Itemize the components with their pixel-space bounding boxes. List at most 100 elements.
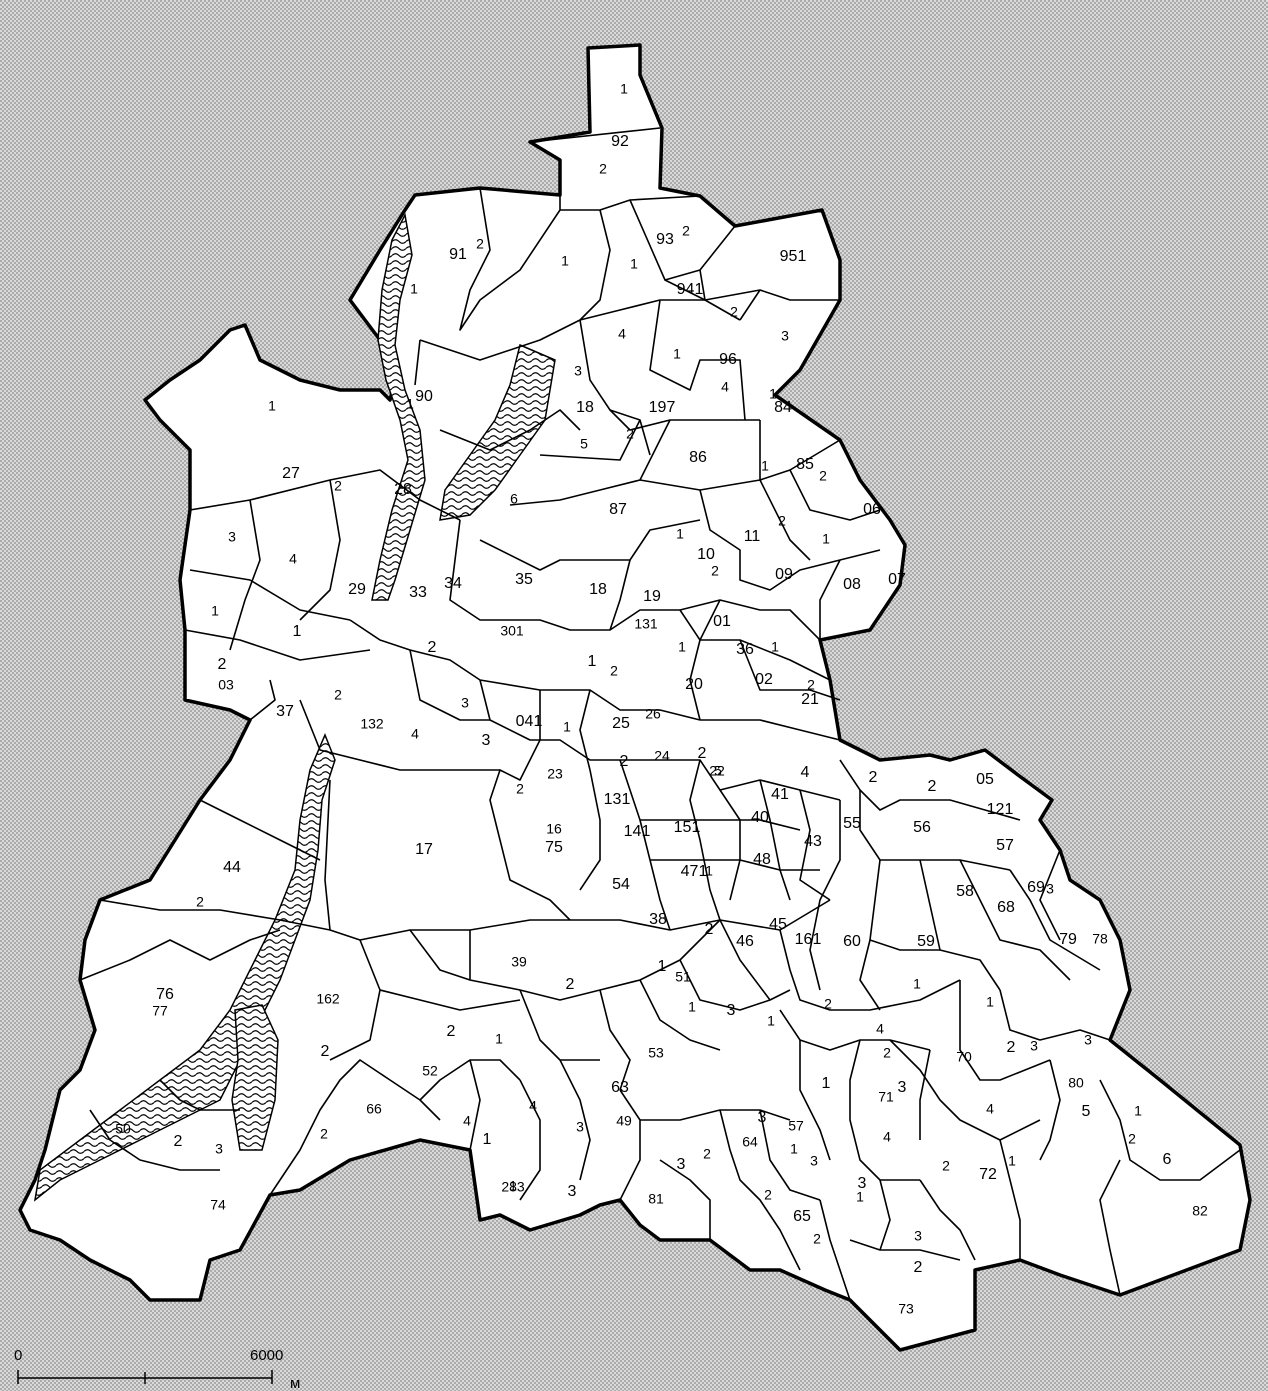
district-label: 82 [1192, 1203, 1208, 1219]
district-label: 10 [697, 546, 715, 563]
district-label: 54 [612, 876, 630, 893]
district-label: 283 [501, 1179, 525, 1195]
district-label: 1 [495, 1031, 503, 1047]
district-label: 24 [654, 748, 670, 764]
district-label: 041 [516, 713, 543, 730]
district-label: 5 [714, 763, 722, 779]
district-label: 3 [677, 1156, 686, 1173]
district-label: 17 [415, 841, 433, 858]
district-label: 2 [196, 894, 204, 910]
district-label: 03 [218, 677, 234, 693]
district-label: 56 [913, 819, 931, 836]
district-label: 33 [409, 584, 427, 601]
district-label: 151 [674, 819, 701, 836]
district-label: 1 [822, 531, 830, 547]
district-label: 131 [634, 616, 658, 632]
district-label: 1 [483, 1131, 492, 1148]
district-label: 59 [917, 933, 935, 950]
district-label: 1 [705, 863, 713, 879]
district-label: 121 [987, 801, 1014, 818]
district-label: 951 [780, 248, 807, 265]
district-label: 2 [682, 223, 690, 239]
district-label: 2 [447, 1023, 456, 1040]
district-label: 1 [293, 623, 302, 640]
district-label: 301 [500, 623, 524, 639]
district-label: 1 [406, 396, 414, 412]
district-label: 2 [516, 781, 524, 797]
district-label: 75 [545, 839, 563, 856]
district-label: 2 [813, 1231, 821, 1247]
district-label: 3 [482, 732, 491, 749]
district-label: 3 [898, 1079, 907, 1096]
district-label: 1 [771, 639, 779, 655]
district-label: 3 [914, 1228, 922, 1244]
district-label: 96 [719, 351, 737, 368]
district-label: 1 [913, 976, 921, 992]
district-label: 2 [869, 769, 878, 786]
district-label: 07 [888, 571, 906, 588]
district-label: 34 [444, 575, 462, 592]
district-label: 2 [174, 1133, 183, 1150]
district-label: 6 [1163, 1151, 1172, 1168]
district-label: 1 [767, 1013, 775, 1029]
district-label: 53 [648, 1045, 664, 1061]
district-label: 1 [1134, 1103, 1142, 1119]
district-label: 1 [268, 398, 276, 414]
district-label: 2 [819, 468, 827, 484]
district-label: 35 [515, 571, 533, 588]
district-label: 66 [366, 1101, 382, 1117]
district-label: 51 [675, 969, 691, 985]
district-label: 09 [775, 566, 793, 583]
district-label: 3 [1084, 1032, 1092, 1048]
district-label: 4 [618, 326, 626, 342]
district-label: 1 [410, 281, 418, 297]
district-label: 69 [1027, 879, 1045, 896]
district-label: 1 [769, 386, 777, 402]
district-label: 2 [824, 996, 832, 1012]
district-label: 2 [334, 687, 342, 703]
district-label: 1 [790, 1141, 798, 1157]
river-north [371, 212, 426, 601]
district-label: 78 [1092, 931, 1108, 947]
district-label: 941 [677, 281, 704, 298]
district-label: 4 [986, 1101, 994, 1117]
district-label: 3 [781, 328, 789, 344]
district-label: 29 [348, 581, 366, 598]
district-label: 25 [612, 715, 630, 732]
district-label: 4 [289, 551, 297, 567]
district-labels: 92 1 2 91 2 1 1 93 2 1 951 941 2 3 1 4 1… [115, 81, 1208, 1317]
district-label: 1 [678, 639, 686, 655]
district-label: 87 [609, 501, 627, 518]
district-label: 77 [152, 1003, 168, 1019]
scale-start-label: 0 [14, 1347, 22, 1364]
district-label: 3 [228, 529, 236, 545]
district-label: 39 [511, 954, 527, 970]
district-label: 2 [883, 1045, 891, 1061]
district-label: 57 [788, 1118, 804, 1134]
district-label: 1 [211, 603, 219, 619]
scale-end-label: 6000 [250, 1347, 283, 1364]
district-label: 70 [956, 1049, 972, 1065]
district-label: 132 [360, 716, 384, 732]
district-label: 36 [736, 641, 754, 658]
district-label: 4 [529, 1098, 537, 1114]
district-label: 65 [793, 1208, 811, 1225]
district-label: 2 [711, 563, 719, 579]
district-label: 85 [796, 456, 814, 473]
city-outline [18, 43, 1252, 1352]
district-label: 81 [648, 1191, 664, 1207]
district-label: 16 [546, 821, 562, 837]
district-label: 141 [624, 823, 651, 840]
district-label: 21 [801, 691, 819, 708]
district-label: 52 [422, 1063, 438, 1079]
district-label: 86 [689, 449, 707, 466]
district-label: 6 [510, 491, 518, 507]
district-label: 2 [942, 1158, 950, 1174]
district-label: 197 [649, 399, 676, 416]
district-label: 2 [610, 663, 618, 679]
district-label: 4 [463, 1113, 471, 1129]
district-label: 3 [574, 363, 582, 379]
district-label: 3 [758, 1109, 767, 1126]
